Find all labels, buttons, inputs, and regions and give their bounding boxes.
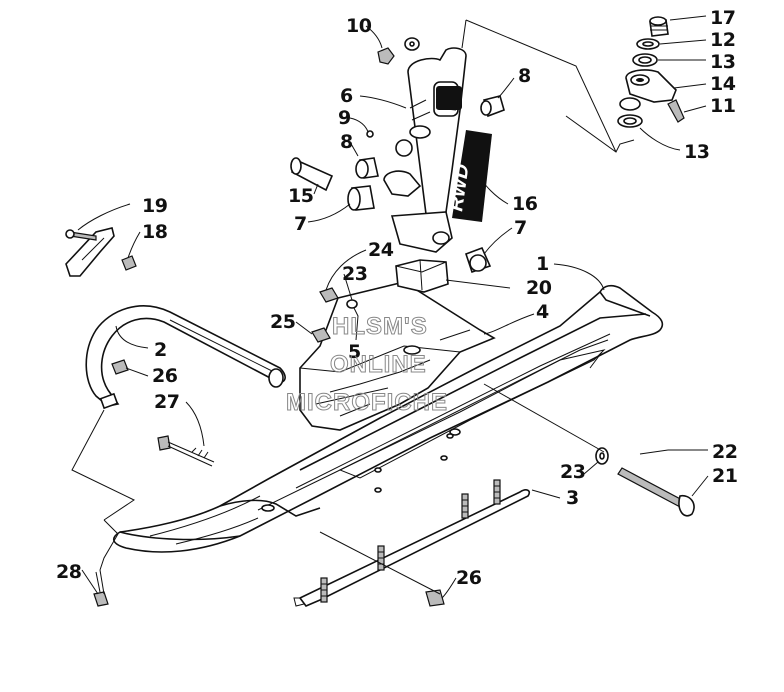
bushing-8-upper (480, 95, 505, 118)
watermark: HLSM'S ONLINE MICROFICHE (286, 313, 448, 417)
nut-10 (377, 37, 420, 65)
bushing-8-lower (355, 157, 379, 179)
ski (113, 284, 664, 553)
callout-16: 16 (512, 193, 538, 215)
watermark-line-3: MICROFICHE (286, 389, 448, 416)
callout-23-right: 23 (560, 461, 585, 483)
spindle-spring (436, 86, 462, 110)
callout-labels: 1 2 3 4 5 6 7 7 8 8 9 10 11 12 13 14 13 … (56, 7, 738, 589)
callout-14: 14 (710, 73, 736, 95)
bumper (395, 259, 449, 293)
leader-lines (71, 15, 709, 599)
callout-10: 10 (346, 15, 372, 37)
callout-23-left: 23 (342, 263, 367, 285)
bracket-18-19 (65, 227, 137, 277)
nut-26-upper (111, 359, 129, 375)
callout-17: 17 (710, 7, 735, 29)
callout-7-left: 7 (294, 213, 307, 235)
callout-19: 19 (142, 195, 167, 217)
callout-2: 2 (154, 339, 167, 361)
callout-15: 15 (288, 185, 313, 207)
callout-6: 6 (340, 85, 353, 107)
nut-25 (311, 327, 331, 343)
washer-23-right (595, 447, 609, 465)
callout-5: 5 (348, 341, 361, 363)
callout-13-bottom: 13 (684, 141, 709, 163)
bolt-28 (93, 569, 109, 607)
callout-8-lower: 8 (340, 131, 353, 153)
callout-28: 28 (56, 561, 82, 583)
ski-saddle (299, 281, 496, 431)
washer-23-left (346, 299, 358, 309)
cap-stack (617, 16, 685, 128)
callout-20: 20 (526, 277, 552, 299)
callout-7-right: 7 (514, 217, 527, 239)
bushing-7-left (347, 185, 375, 211)
callout-13-top: 13 (710, 51, 735, 73)
callout-27: 27 (154, 391, 179, 413)
callout-12: 12 (710, 29, 735, 51)
callout-4: 4 (536, 301, 549, 323)
watermark-line-1: HLSM'S (332, 313, 428, 340)
bolt-27 (157, 435, 215, 467)
callout-22: 22 (712, 441, 737, 463)
nut-9 (366, 130, 374, 138)
callout-25: 25 (270, 311, 295, 333)
callout-24: 24 (368, 239, 394, 261)
wear-bar (293, 479, 531, 607)
pin-15 (290, 157, 334, 192)
nut-26-lower (425, 589, 445, 607)
callout-8-upper: 8 (518, 65, 531, 87)
callout-26-upper: 26 (152, 365, 178, 387)
ski-loop (85, 305, 286, 410)
callout-9: 9 (338, 107, 351, 129)
callout-3: 3 (566, 487, 579, 509)
bolt-21 (617, 467, 695, 517)
callout-26-lower: 26 (456, 567, 482, 589)
callout-11: 11 (710, 95, 735, 117)
callout-18: 18 (142, 221, 168, 243)
spindle: RWD (383, 47, 492, 253)
cotter-22 (639, 449, 669, 455)
watermark-line-2: ONLINE (330, 351, 427, 378)
callout-21: 21 (712, 465, 737, 487)
callout-1: 1 (536, 253, 549, 275)
nut-24 (319, 287, 339, 303)
